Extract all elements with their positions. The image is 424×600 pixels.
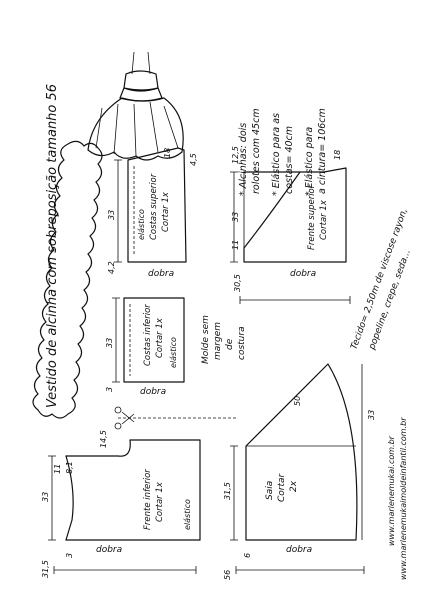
saia-name: Saia (265, 481, 275, 500)
saia-m4: 56 (223, 570, 232, 580)
frente-superior-m2: 12,5 (231, 146, 240, 164)
website-block: www.marlenemukai.com.br www.marlenemukai… (387, 417, 408, 580)
note-line-1: * Alcinhas: dois (238, 123, 249, 196)
costas-inferior-cut: Cortar 1x (155, 317, 165, 358)
margin-note-line-3: de (225, 338, 235, 350)
costas-inferior-name: Costas inferior (143, 304, 153, 366)
frente-inferior-cut: Cortar 1x (155, 481, 165, 522)
frente-inferior-name: Frente inferior (143, 469, 153, 530)
costas-superior-tag: elástico (137, 209, 146, 240)
note-line-6: a cintura= 106cm (317, 108, 328, 194)
notes-block: * Alcinhas: dois rolotes com 45cm * Elás… (238, 108, 328, 196)
costas-superior-fold: dobra (148, 269, 174, 279)
frente-inferior-tag: elástico (183, 499, 192, 530)
website-line-2: www.marlenemukaimoldeinfantil.com.br (399, 417, 408, 580)
note-line-5: * Elástico para (304, 127, 315, 196)
fabric-block: Tecido= 2,50m de viscose rayon, popeline… (349, 207, 413, 352)
piece-frente-inferior: Frente inferior Cortar 1x elástico dobra… (41, 430, 201, 578)
frente-superior-m1: 18 (333, 150, 342, 160)
frente-superior-fold: dobra (290, 269, 316, 279)
piece-frente-superior: Frente superior Cortar 1x dobra 18 12,5 … (230, 146, 351, 304)
frente-inferior-m1: 33 (41, 492, 50, 502)
frente-superior-m3: 33 (231, 212, 240, 222)
costas-inferior-m1: 33 (105, 338, 114, 348)
frente-inferior-m4: 8,1 (65, 461, 74, 474)
margin-note-line-1: Molde sem (201, 315, 211, 364)
costas-inferior-tag: elástico (169, 337, 178, 368)
saia-qty: 2x (289, 480, 299, 492)
costas-superior-name: Costas superior (149, 173, 159, 240)
margin-note: Molde sem margem de costura (201, 315, 247, 364)
frente-inferior-fold: dobra (96, 545, 122, 555)
frente-superior-m4: 11 (231, 240, 240, 250)
saia-m3: 31,5 (223, 482, 232, 500)
frente-superior-cut: Cortar 1x (319, 199, 329, 240)
title-cloud: Vestido de alcinha com sobreposição tama… (32, 84, 103, 419)
website-line-1: www.marlenemukai.com.br (387, 435, 396, 546)
saia-m2: 33 (367, 410, 376, 420)
costas-superior-m4: 4,2 (107, 261, 116, 274)
scissors-icon (114, 406, 236, 430)
saia-fold: dobra (286, 545, 312, 555)
frente-inferior-m3: 11 (53, 464, 62, 474)
margin-note-line-2: margem (213, 322, 223, 360)
costas-superior-m1: 33 (107, 210, 116, 220)
piece-saia: Saia Cortar 2x dobra 50 33 31,5 56 6 (223, 363, 376, 580)
costas-inferior-fold: dobra (140, 387, 166, 397)
frente-inferior-m5: 31,5 (41, 560, 50, 578)
note-line-2: rolotes com 45cm (251, 108, 262, 194)
piece-costas-superior: Costas superior Cortar 1x elástico dobra… (107, 147, 198, 279)
saia-cut: Cortar (277, 472, 287, 502)
note-line-4: costas= 40cm (284, 126, 295, 194)
frente-inferior-m2: 14,5 (99, 430, 108, 448)
saia-m1: 50 (293, 396, 302, 406)
costas-inferior-m2: 3 (105, 387, 114, 392)
pattern-title: Vestido de alcinha com sobreposição tama… (45, 84, 60, 408)
frente-superior-name: Frente superior (307, 184, 317, 250)
costas-superior-cut: Cortar 1x (161, 191, 171, 232)
piece-costas-inferior: Costas inferior Cortar 1x elástico dobra… (105, 297, 185, 397)
saia-m5: 6 (243, 553, 252, 558)
note-line-3: * Elástico para as (271, 113, 282, 196)
frente-superior-m5: 30,5 (233, 274, 242, 292)
costas-superior-m2: 18 (163, 148, 172, 158)
margin-note-line-4: costura (237, 326, 247, 360)
costas-superior-m3: 4,5 (189, 153, 198, 166)
dress-illustration (87, 51, 184, 161)
frente-inferior-m6: 3 (65, 553, 74, 558)
